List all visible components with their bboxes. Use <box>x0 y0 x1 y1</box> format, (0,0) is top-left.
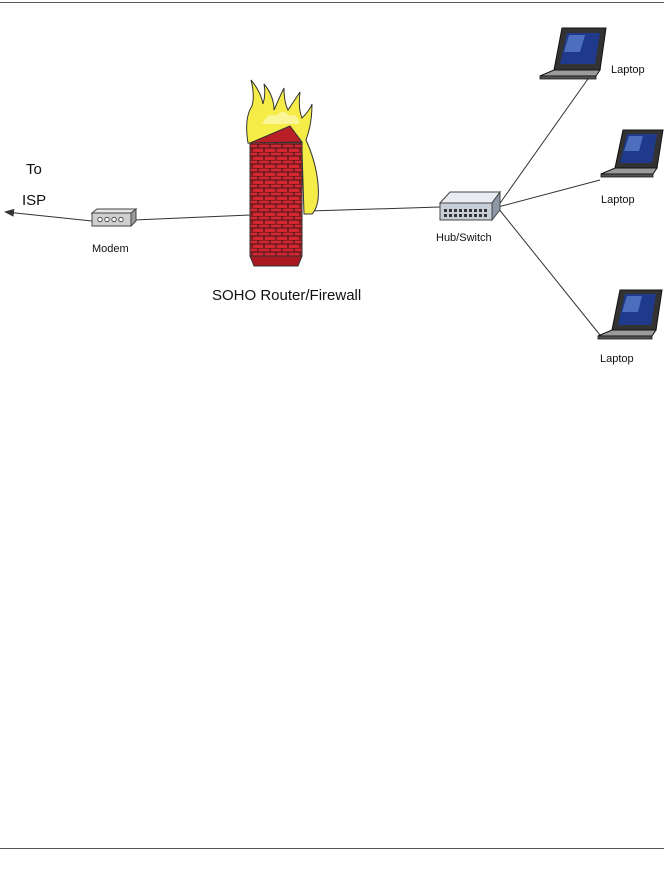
top-rule <box>0 2 664 3</box>
hub-laptop1-link <box>497 75 591 207</box>
modem-firewall-link <box>133 214 251 221</box>
isp-label-line1: To <box>26 161 42 178</box>
laptop-label-1: Laptop <box>611 64 645 76</box>
hub-laptop3-link <box>497 207 601 336</box>
modem-label: Modem <box>92 243 129 255</box>
hub-laptop2-link <box>497 179 601 208</box>
firewall-hub-link <box>309 206 441 212</box>
hub-switch-icon <box>438 190 501 222</box>
laptop-label-3: Laptop <box>600 353 634 365</box>
bottom-rule <box>0 848 664 849</box>
firewall-label: SOHO Router/Firewall <box>212 287 361 304</box>
isp-label-line2: ISP <box>22 192 46 209</box>
isp-link <box>4 208 93 222</box>
laptop-label-2: Laptop <box>601 194 635 206</box>
laptop-icon <box>600 129 664 178</box>
laptop-icon <box>597 289 663 340</box>
hub-switch-label: Hub/Switch <box>436 232 492 244</box>
network-diagram: To ISP Modem SOHO Router/Firewall <box>4 27 664 365</box>
firewall-icon <box>246 79 319 267</box>
laptop-icon <box>539 27 607 80</box>
modem-icon <box>90 207 138 228</box>
